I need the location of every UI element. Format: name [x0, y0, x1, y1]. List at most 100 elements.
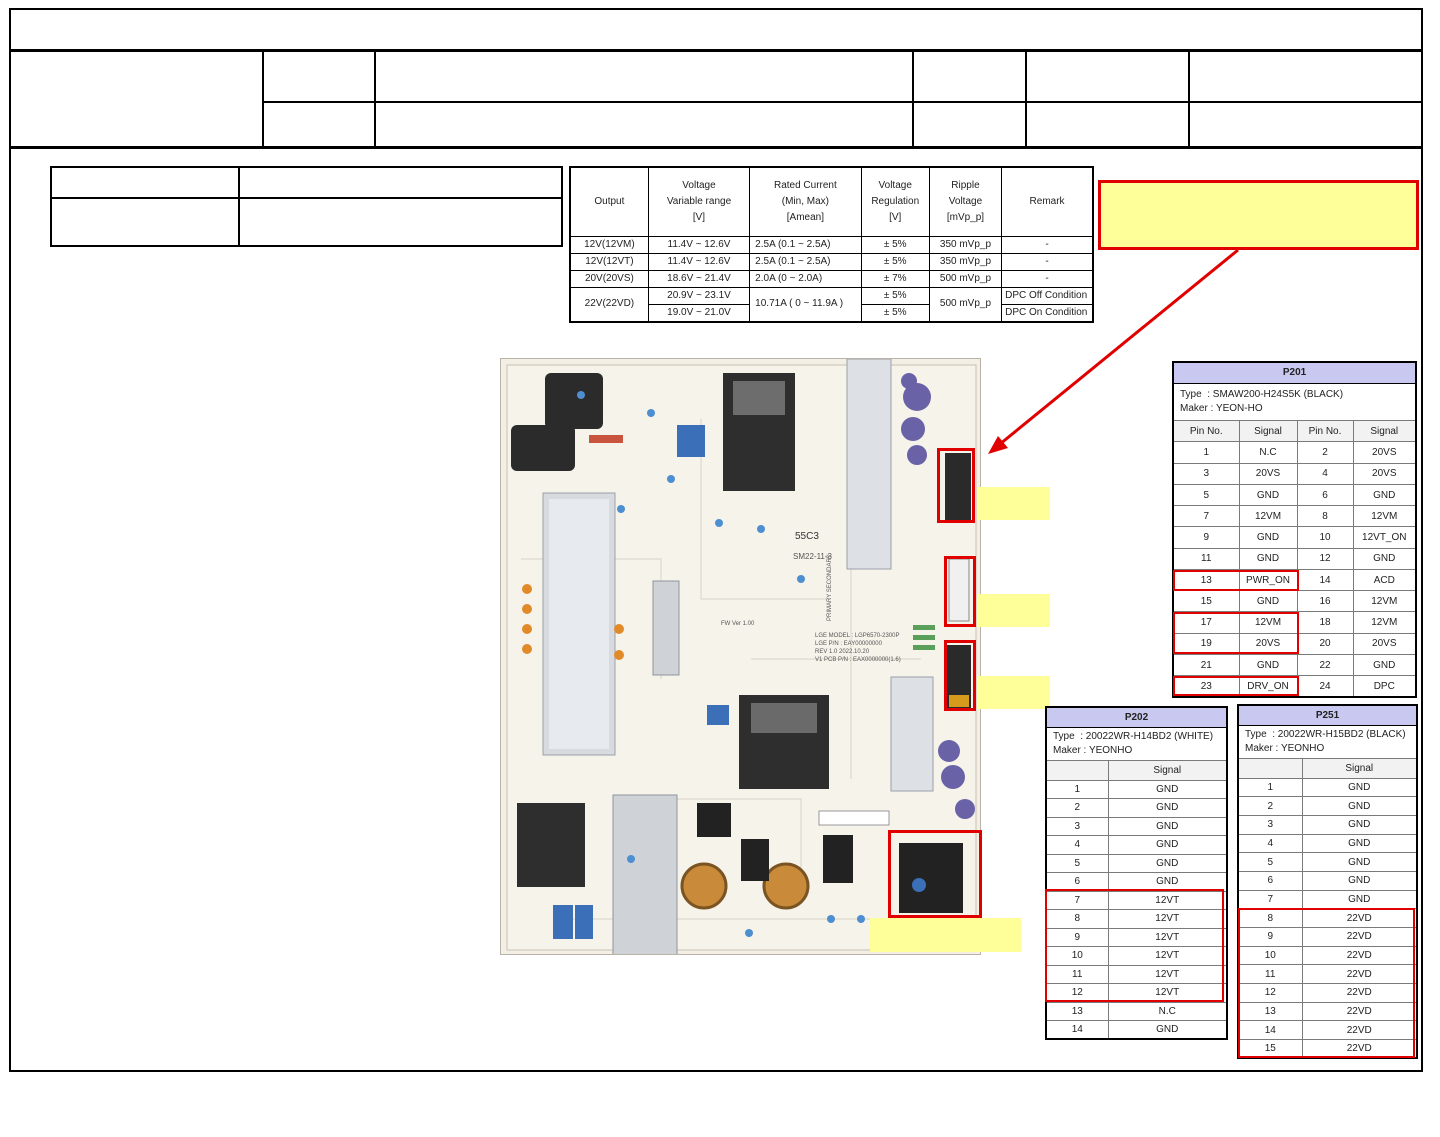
p201-cell: 24	[1296, 675, 1354, 698]
p202-cell: GND	[1107, 1020, 1228, 1040]
p202-12vt-highlight	[1045, 889, 1224, 1002]
p202-cell: 4	[1045, 835, 1109, 855]
info-table-header-row	[52, 168, 561, 199]
spec-row: 22V(22VD) 20.9V ~ 23.1V 10.71A ( 0 ~ 11.…	[569, 286, 1094, 323]
p201-cell: 22	[1296, 653, 1354, 677]
spec-cell: ± 5%	[860, 286, 930, 305]
p201-12vm-20vs-highlight	[1173, 612, 1299, 654]
pcb-model-line: REV 1.0 2022.10.20	[815, 649, 870, 655]
connector-label-box	[977, 676, 1050, 709]
p201-cell: 10	[1296, 526, 1354, 549]
p251-cell: GND	[1301, 814, 1418, 835]
callout-label-box	[1098, 180, 1419, 250]
info-table-divider	[238, 168, 240, 245]
spec-cell: ± 7%	[860, 269, 930, 288]
connector-label-box	[977, 594, 1050, 627]
spec-cell: -	[1001, 269, 1094, 288]
p201-cell: 2	[1296, 441, 1354, 464]
header-divider-top	[9, 49, 1423, 52]
p202-cell: GND	[1107, 798, 1228, 818]
p201-type-value: : SMAW200-H24S5K (BLACK)	[1207, 388, 1344, 400]
pcb-illustration: 55C3 SM22-11-3 FW Ver 1.00 LGE MODEL : L…	[506, 359, 977, 954]
p201-drv-on-highlight	[1173, 676, 1299, 696]
ac-inlet-highlight	[888, 830, 982, 918]
p202-cell: N.C	[1107, 1001, 1228, 1021]
p251-header-blank	[1237, 757, 1303, 779]
p251-cell: GND	[1301, 777, 1418, 798]
p201-cell: 9	[1172, 526, 1240, 549]
p251-cell: GND	[1301, 852, 1418, 872]
p201-cell: 20VS	[1352, 632, 1417, 655]
p202-type-value: : 20022WR-H14BD2 (WHITE)	[1080, 730, 1214, 742]
p202-cell: GND	[1107, 816, 1228, 836]
p202-cell: 5	[1045, 853, 1109, 873]
p201-pin-table: P201 Type : SMAW200-H24S5K (BLACK) Maker…	[1172, 361, 1418, 698]
p201-cell: 21	[1172, 653, 1240, 677]
header-cell-divider	[262, 50, 264, 148]
pcb-model-line: V1 PCB P/N : EAX0000000(1.6)	[815, 657, 901, 663]
p201-cell: 20VS	[1352, 441, 1417, 464]
pcb-fw-label: FW Ver 1.00	[721, 621, 755, 627]
pcb-stamp-date: SM22-11-3	[793, 552, 833, 561]
spec-row: 20V(20VS) 18.6V ~ 21.4V 2.0A (0 ~ 2.0A) …	[569, 269, 1094, 288]
p251-cell: GND	[1301, 870, 1418, 891]
p251-type-label: Type	[1245, 728, 1267, 740]
p251-cell: GND	[1301, 889, 1418, 910]
p201-cell: 1	[1172, 441, 1240, 464]
p201-cell: GND	[1352, 653, 1417, 677]
spec-row: 12V(12VT) 11.4V ~ 12.6V 2.5A (0.1 ~ 2.5A…	[569, 252, 1094, 271]
connector-label-box	[977, 487, 1050, 520]
p201-header: Pin No.	[1296, 420, 1354, 443]
spec-cell: 19.0V ~ 21.0V	[647, 303, 751, 323]
pcb-stamp: 55C3	[795, 531, 819, 542]
p201-cell: 4	[1296, 462, 1354, 485]
p201-cell: GND	[1238, 526, 1298, 549]
p202-pin-table: P202 Type : 20022WR-H14BD2 (WHITE) Maker…	[1045, 706, 1229, 1040]
header-cell-divider	[1025, 50, 1027, 148]
p201-header: Signal	[1352, 420, 1417, 443]
p201-maker: Maker : YEON-HO	[1180, 402, 1263, 414]
p201-header: Signal	[1238, 420, 1298, 443]
pcb-model-line: LGE P/N : EAY00000000	[815, 641, 883, 647]
p202-meta: Type : 20022WR-H14BD2 (WHITE) Maker : YE…	[1045, 726, 1228, 761]
p201-cell: 20VS	[1352, 462, 1417, 485]
header-divider-middle	[262, 101, 1423, 103]
p201-cell: 16	[1296, 590, 1354, 613]
p201-type-label: Type	[1180, 388, 1202, 400]
header-cell-divider	[912, 50, 914, 148]
spec-cell: DPC Off Condition	[1001, 286, 1094, 305]
spec-cell: 350 mVp_p	[928, 252, 1003, 271]
p201-cell: GND	[1352, 483, 1417, 507]
p202-cell: 1	[1045, 779, 1109, 799]
p201-cell: 5	[1172, 483, 1240, 507]
p251-cell: 2	[1237, 796, 1303, 816]
header-cell-divider	[1188, 50, 1190, 148]
spec-cell: ± 5%	[860, 303, 930, 323]
header-cell-divider	[374, 50, 376, 148]
p201-cell: 20	[1296, 632, 1354, 655]
p202-header-blank	[1045, 759, 1109, 781]
p202-cell: GND	[1107, 853, 1228, 873]
pcb-side-label: PRIMARY SECONDARY	[827, 554, 833, 621]
p251-cell: 7	[1237, 889, 1303, 910]
p251-cell: 5	[1237, 852, 1303, 872]
psu-board-photo: 55C3 SM22-11-3 FW Ver 1.00 LGE MODEL : L…	[500, 358, 981, 955]
p251-cell: GND	[1301, 833, 1418, 854]
connector-p202-highlight	[944, 556, 976, 627]
pcb-model-line: LGE MODEL : LGP6570-2300P	[815, 633, 900, 639]
p202-maker: Maker : YEONHO	[1053, 744, 1133, 756]
